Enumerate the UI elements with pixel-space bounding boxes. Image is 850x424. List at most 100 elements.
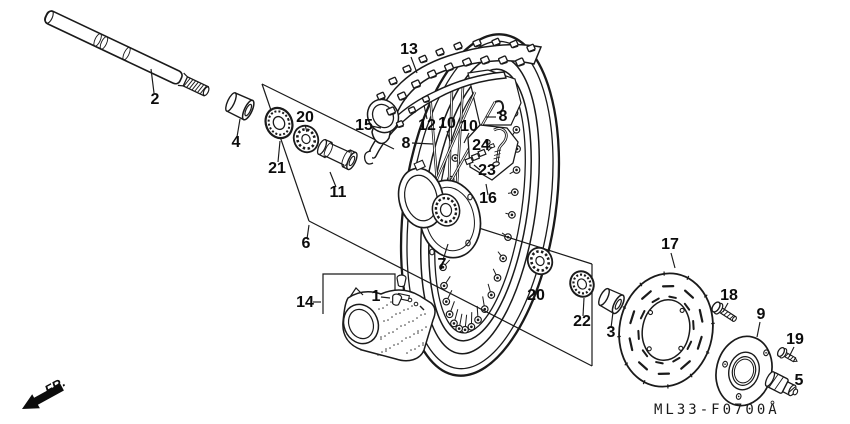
part-label-20-right: 20 bbox=[527, 287, 545, 304]
cover-bore-inner bbox=[733, 358, 755, 384]
dust-seal-21-graphic bbox=[264, 106, 294, 140]
tire-chunk-tube-end bbox=[347, 308, 375, 340]
axle-threads bbox=[183, 78, 207, 94]
collar-4-graphic bbox=[225, 92, 255, 121]
spoke-nipple-dot bbox=[515, 168, 518, 172]
seal-bore bbox=[576, 278, 588, 290]
nut-5-graphic bbox=[764, 371, 799, 397]
disc-edge-notch bbox=[703, 294, 708, 298]
part-label-7: 7 bbox=[438, 256, 447, 273]
cover-hole-dot bbox=[724, 363, 726, 366]
disc-center-hole bbox=[641, 298, 691, 362]
disc-slot bbox=[651, 297, 660, 304]
right-bearing-graphic bbox=[526, 246, 554, 276]
disc-edge-notch bbox=[667, 384, 669, 389]
stipple-dot bbox=[396, 328, 398, 330]
leader-23 bbox=[473, 164, 481, 171]
hub-flange-hole bbox=[429, 248, 435, 256]
part-label-20-left: 20 bbox=[296, 109, 314, 126]
disc-hole bbox=[679, 307, 685, 313]
disc-slot bbox=[672, 356, 681, 363]
stipple-dot bbox=[412, 320, 414, 322]
disc-slot bbox=[683, 302, 691, 311]
axle-thread-tick bbox=[183, 78, 191, 87]
leader-17 bbox=[670, 252, 676, 269]
tire-knob bbox=[407, 106, 417, 114]
stipple-dot bbox=[377, 354, 379, 356]
hub-flange-hole bbox=[465, 239, 471, 247]
stipple-dot bbox=[401, 340, 403, 342]
disc-edge-notch bbox=[617, 335, 621, 338]
part-label-3: 3 bbox=[607, 324, 616, 341]
stipple-dot bbox=[378, 308, 380, 310]
part-label-1: 1 bbox=[372, 288, 381, 305]
bolt-thread bbox=[729, 315, 735, 320]
spoke-nipple-dot bbox=[490, 293, 493, 297]
left-bearing-graphic bbox=[292, 124, 320, 154]
part-label-11: 11 bbox=[330, 184, 347, 201]
tire-knob bbox=[461, 57, 473, 67]
stipple-dot bbox=[389, 347, 391, 349]
panel-edge-bottom bbox=[308, 220, 593, 367]
bolt-head bbox=[711, 301, 721, 313]
collar-left-face bbox=[598, 287, 610, 307]
stipple-dot bbox=[399, 312, 401, 314]
spoke-highlight bbox=[432, 91, 476, 189]
stipple-dot bbox=[395, 313, 397, 315]
tire-knob bbox=[453, 41, 463, 51]
collar-bore bbox=[614, 298, 622, 310]
part-label-22: 22 bbox=[573, 313, 591, 330]
spacer-left-face bbox=[316, 138, 328, 156]
bolt-thread bbox=[726, 313, 732, 318]
spacer-11-graphic bbox=[316, 138, 358, 171]
tire-knob bbox=[479, 55, 491, 65]
leader-20-left bbox=[304, 124, 308, 133]
disc-slot bbox=[641, 290, 652, 300]
fr-direction-indicator: FR. bbox=[22, 374, 68, 409]
diagram-code: ML33-F0700Å bbox=[654, 401, 780, 418]
disc-slot bbox=[661, 285, 675, 288]
tire-knob bbox=[418, 54, 428, 64]
screw-tip bbox=[792, 356, 798, 363]
stipple-dot bbox=[410, 349, 412, 351]
spoke-nipple-dot bbox=[476, 318, 480, 322]
spoke-nipple-dot bbox=[444, 300, 448, 303]
spoke-nipple-dot bbox=[501, 257, 505, 260]
axle-thread-tick bbox=[191, 82, 199, 91]
brake-disc-graphic bbox=[617, 271, 715, 389]
spacer-step-ring bbox=[323, 142, 334, 158]
stipple-dot bbox=[403, 309, 405, 311]
rim-lock-bolt bbox=[413, 301, 419, 307]
collar-left-face bbox=[225, 92, 237, 112]
leader-16 bbox=[485, 183, 489, 196]
part-label-8-left: 8 bbox=[402, 135, 411, 152]
bolt-18-graphic bbox=[711, 301, 737, 322]
part-label-13: 13 bbox=[400, 41, 418, 58]
stipple-dot bbox=[406, 352, 408, 354]
stipple-dot bbox=[405, 337, 407, 339]
valve-stem-highlight bbox=[493, 128, 507, 164]
hub-top-tab bbox=[413, 159, 426, 172]
disc-edge-notch bbox=[642, 379, 646, 385]
disc-slot bbox=[637, 361, 649, 371]
spoke-nipple-dot bbox=[470, 325, 473, 329]
leader-9 bbox=[756, 321, 761, 338]
leader-22 bbox=[582, 297, 585, 317]
valve-washer bbox=[485, 139, 491, 145]
disc-hole bbox=[647, 309, 654, 316]
tire-knob bbox=[421, 95, 431, 103]
side-collar-3-graphic bbox=[598, 287, 625, 315]
stipple-dot bbox=[386, 304, 388, 306]
stipple-dot bbox=[392, 331, 394, 333]
axle-section-ring bbox=[122, 46, 131, 61]
cover-ring bbox=[728, 351, 760, 391]
tire-knob bbox=[435, 47, 445, 57]
disc-outer bbox=[618, 272, 714, 388]
leader-4 bbox=[236, 118, 241, 138]
rim-lock-bracket-box bbox=[322, 273, 396, 314]
stipple-dot bbox=[414, 348, 416, 350]
bolt-tip bbox=[731, 316, 737, 322]
cover-outer bbox=[715, 335, 773, 407]
spoke-nipple-dot bbox=[453, 156, 457, 160]
seal-section bbox=[267, 110, 291, 136]
